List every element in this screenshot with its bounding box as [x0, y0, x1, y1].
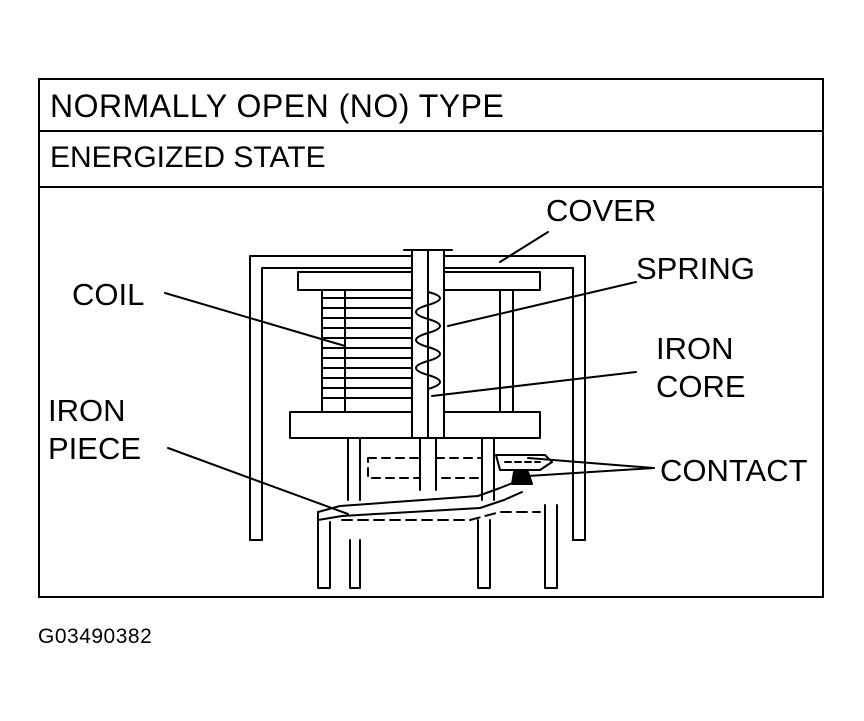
- coil-windings: [321, 289, 416, 413]
- label-iron-piece-line1: IRON: [48, 393, 126, 428]
- leader-iron-core: [431, 371, 637, 397]
- label-iron-core-line2: CORE: [656, 369, 746, 404]
- iron-piece: [317, 479, 541, 521]
- label-iron-piece-line2: PIECE: [48, 431, 142, 466]
- leader-iron-piece: [167, 447, 349, 515]
- title-row: NORMALLY OPEN (NO) TYPE: [40, 80, 822, 132]
- label-cover: COVER: [546, 193, 657, 228]
- leader-contact-2: [527, 467, 655, 477]
- leader-coil: [164, 292, 346, 347]
- leader-cover: [499, 231, 549, 263]
- iron-core: [403, 249, 453, 439]
- relay-base: [347, 437, 495, 501]
- label-coil: COIL: [72, 277, 145, 312]
- figure-code: G03490382: [38, 625, 153, 648]
- leader-lines: [164, 231, 655, 515]
- leader-spring: [447, 281, 637, 327]
- label-contact: CONTACT: [660, 453, 808, 488]
- state-row: ENERGIZED STATE: [40, 132, 822, 188]
- leader-contact-1: [527, 457, 655, 469]
- terminal-pins: [317, 504, 558, 589]
- diagram-subtitle: ENERGIZED STATE: [50, 141, 326, 174]
- label-iron-core-line1: IRON: [656, 331, 734, 366]
- diagram-frame: NORMALLY OPEN (NO) TYPE ENERGIZED STATE: [38, 78, 824, 598]
- label-spring: SPRING: [636, 251, 755, 286]
- diagram-title: NORMALLY OPEN (NO) TYPE: [50, 88, 505, 124]
- spring: [415, 291, 441, 390]
